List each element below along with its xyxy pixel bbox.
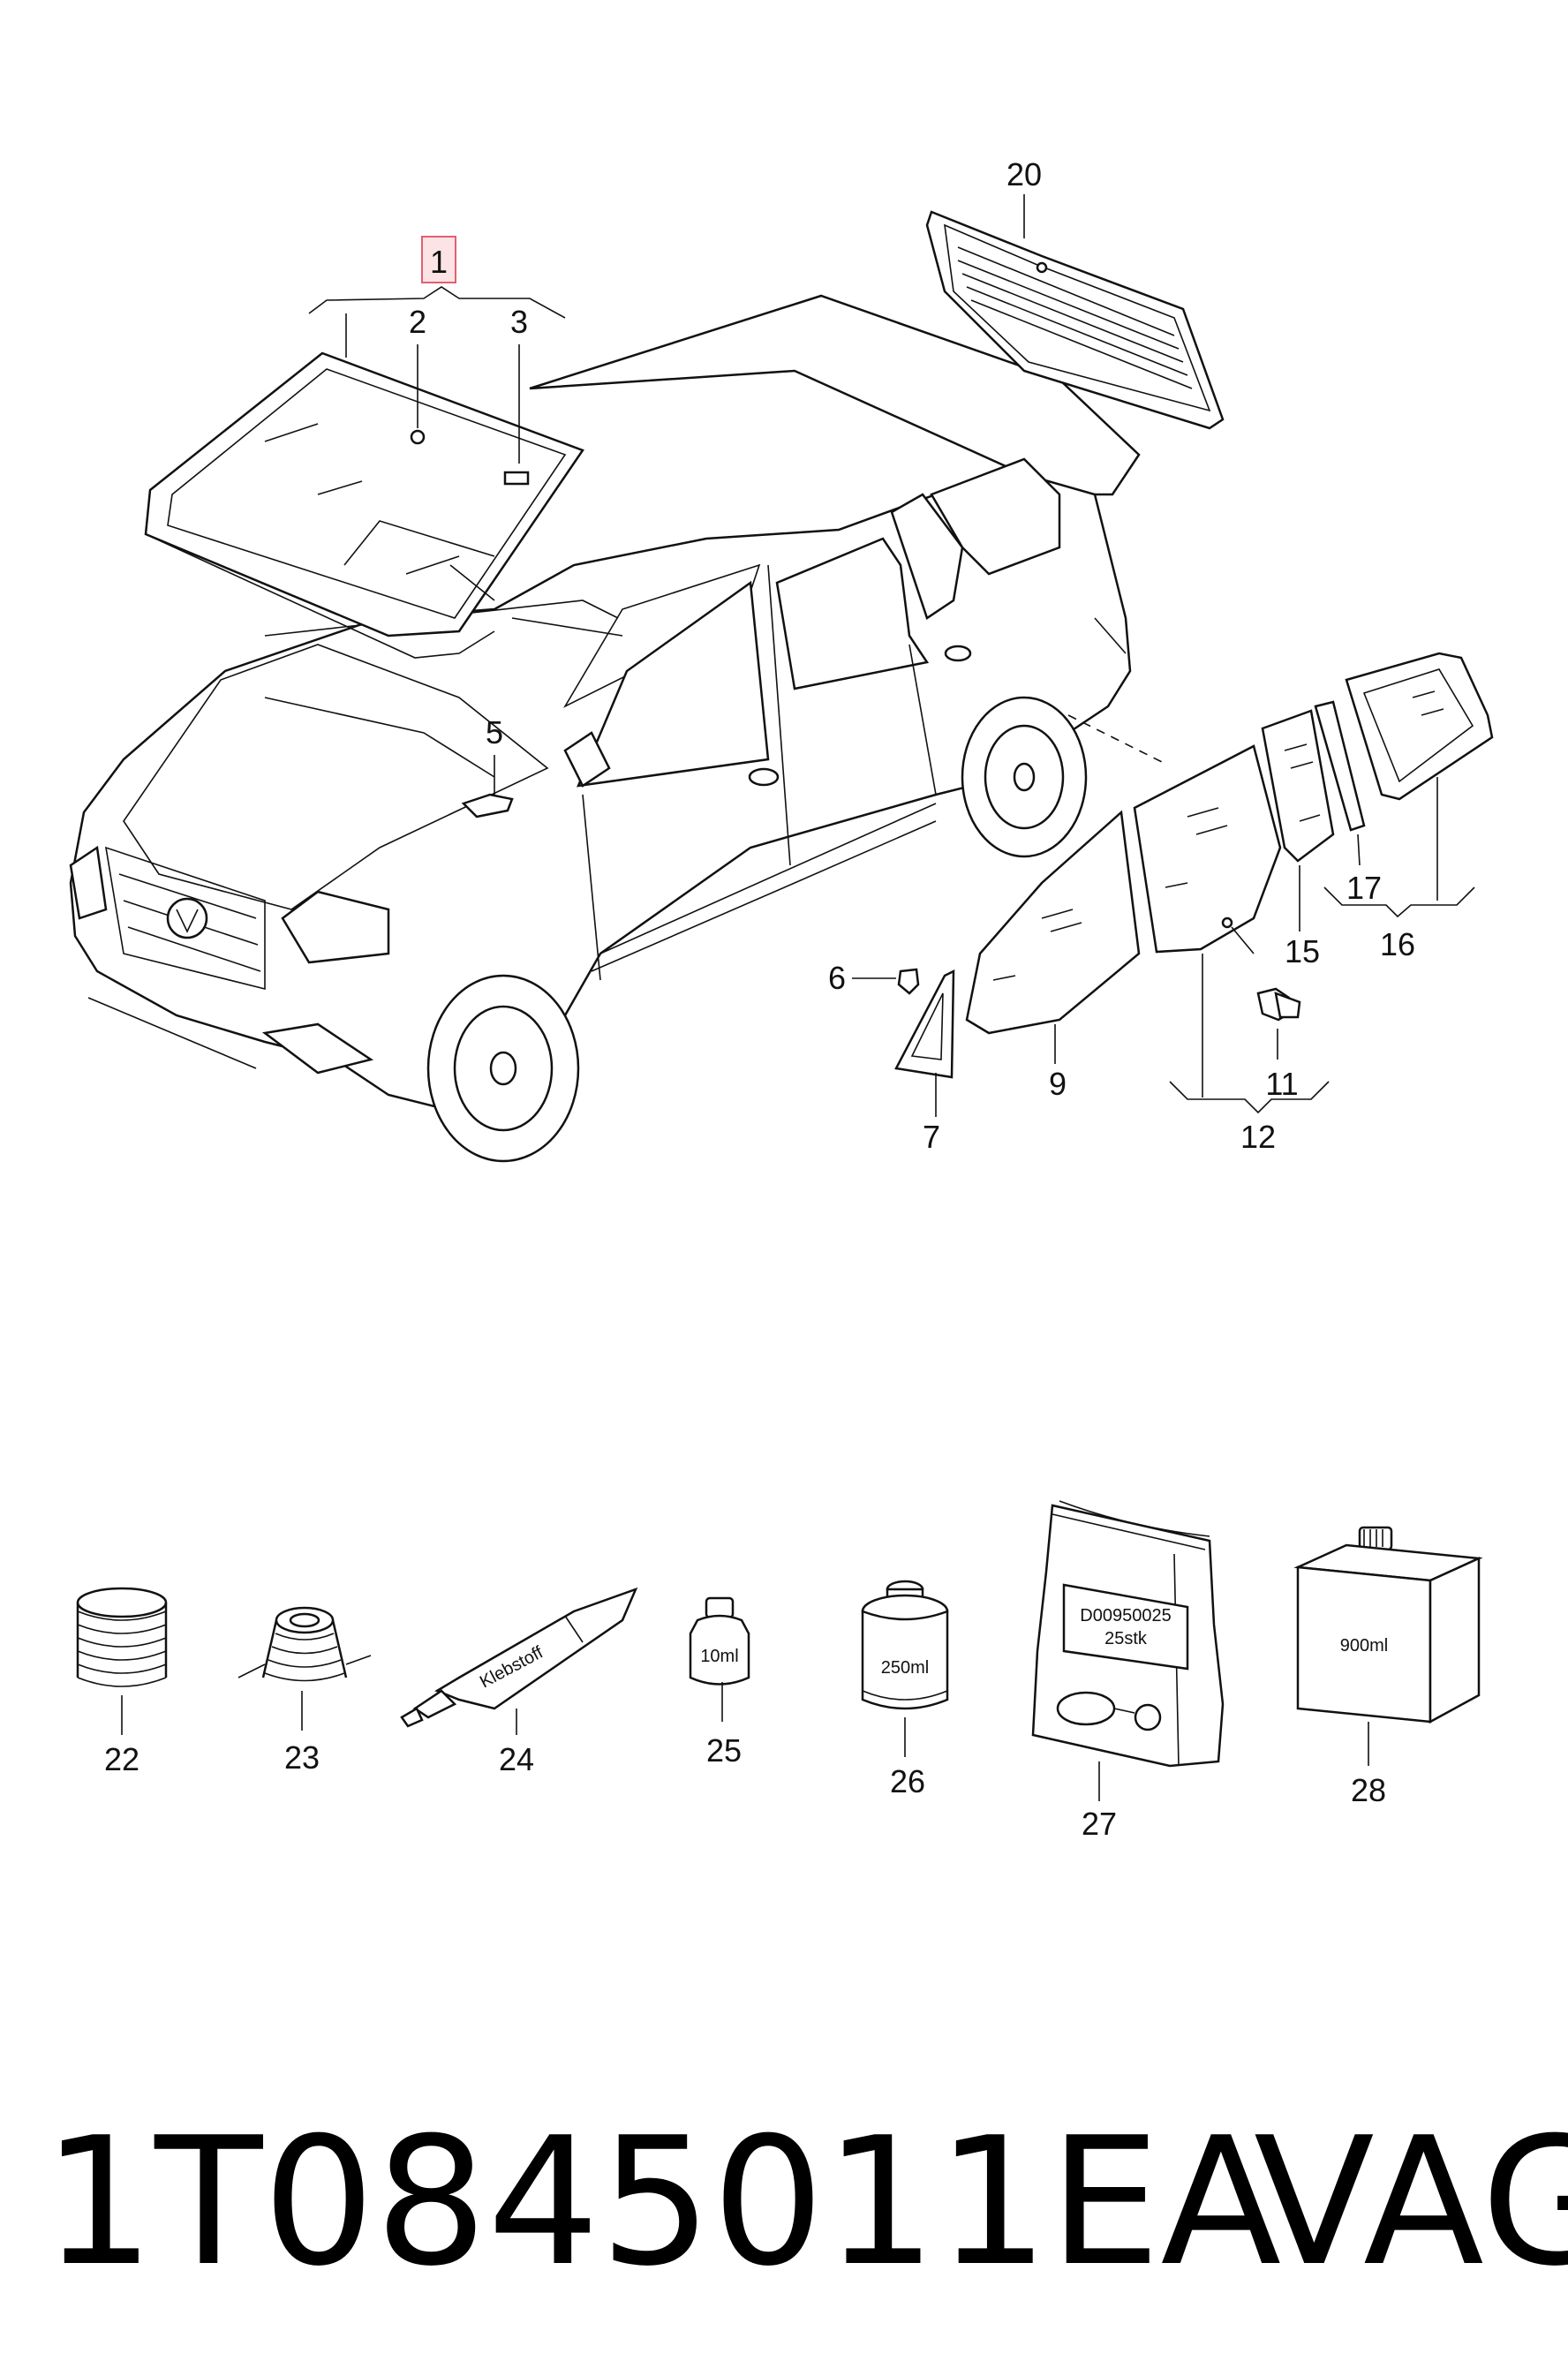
callout-20[interactable]: 20	[1006, 156, 1042, 192]
canister: 900ml	[1293, 1526, 1483, 1724]
callout-15[interactable]: 15	[1285, 933, 1320, 969]
callout-22[interactable]: 22	[104, 1741, 139, 1777]
highlight-box	[421, 236, 456, 283]
part-number: 1T0845011EA	[42, 2100, 1282, 2305]
callout-27[interactable]: 27	[1082, 1806, 1117, 1842]
callout-23[interactable]: 23	[284, 1739, 320, 1776]
canister-label: 900ml	[1340, 1636, 1388, 1656]
bottle-label: 10ml	[700, 1647, 738, 1666]
callout-16[interactable]: 16	[1380, 926, 1415, 962]
primer-can: 250ml	[861, 1580, 949, 1710]
callout-25[interactable]: 25	[706, 1732, 742, 1769]
callout-26[interactable]: 26	[890, 1763, 925, 1799]
callout-3[interactable]: 3	[510, 304, 528, 340]
parts-bag: D00950025 25stk	[1031, 1500, 1225, 1768]
callout-7[interactable]: 7	[923, 1119, 940, 1155]
callout-6[interactable]: 6	[828, 960, 846, 996]
coil-part	[76, 1587, 168, 1687]
callout-1: 1	[430, 244, 448, 280]
small-bottle: 10ml	[689, 1596, 750, 1686]
callout-24[interactable]: 24	[499, 1741, 534, 1777]
callout-2[interactable]: 2	[409, 304, 426, 340]
cone-spring	[237, 1606, 372, 1682]
callout-28[interactable]: 28	[1351, 1772, 1386, 1808]
footer-caption: 1T0845011EA VAG	[35, 2100, 1568, 2305]
callout-12[interactable]: 12	[1240, 1119, 1276, 1155]
callout-5[interactable]: 5	[486, 714, 503, 751]
brand-name: VAG	[1254, 2100, 1568, 2305]
callout-11[interactable]: 11	[1265, 1066, 1298, 1102]
callout-9[interactable]: 9	[1049, 1066, 1067, 1102]
callout-17[interactable]: 17	[1346, 870, 1382, 906]
callout-1-highlight[interactable]: 1	[421, 236, 456, 283]
car-illustration	[69, 294, 1166, 1163]
rear-window	[925, 210, 1225, 430]
bag-label-2: 25stk	[1104, 1629, 1148, 1648]
bag-label-1: D00950025	[1080, 1606, 1171, 1625]
can-label: 250ml	[881, 1658, 929, 1678]
windshield-assembly	[144, 351, 623, 659]
glue-tube: Klebstoff	[400, 1587, 638, 1728]
